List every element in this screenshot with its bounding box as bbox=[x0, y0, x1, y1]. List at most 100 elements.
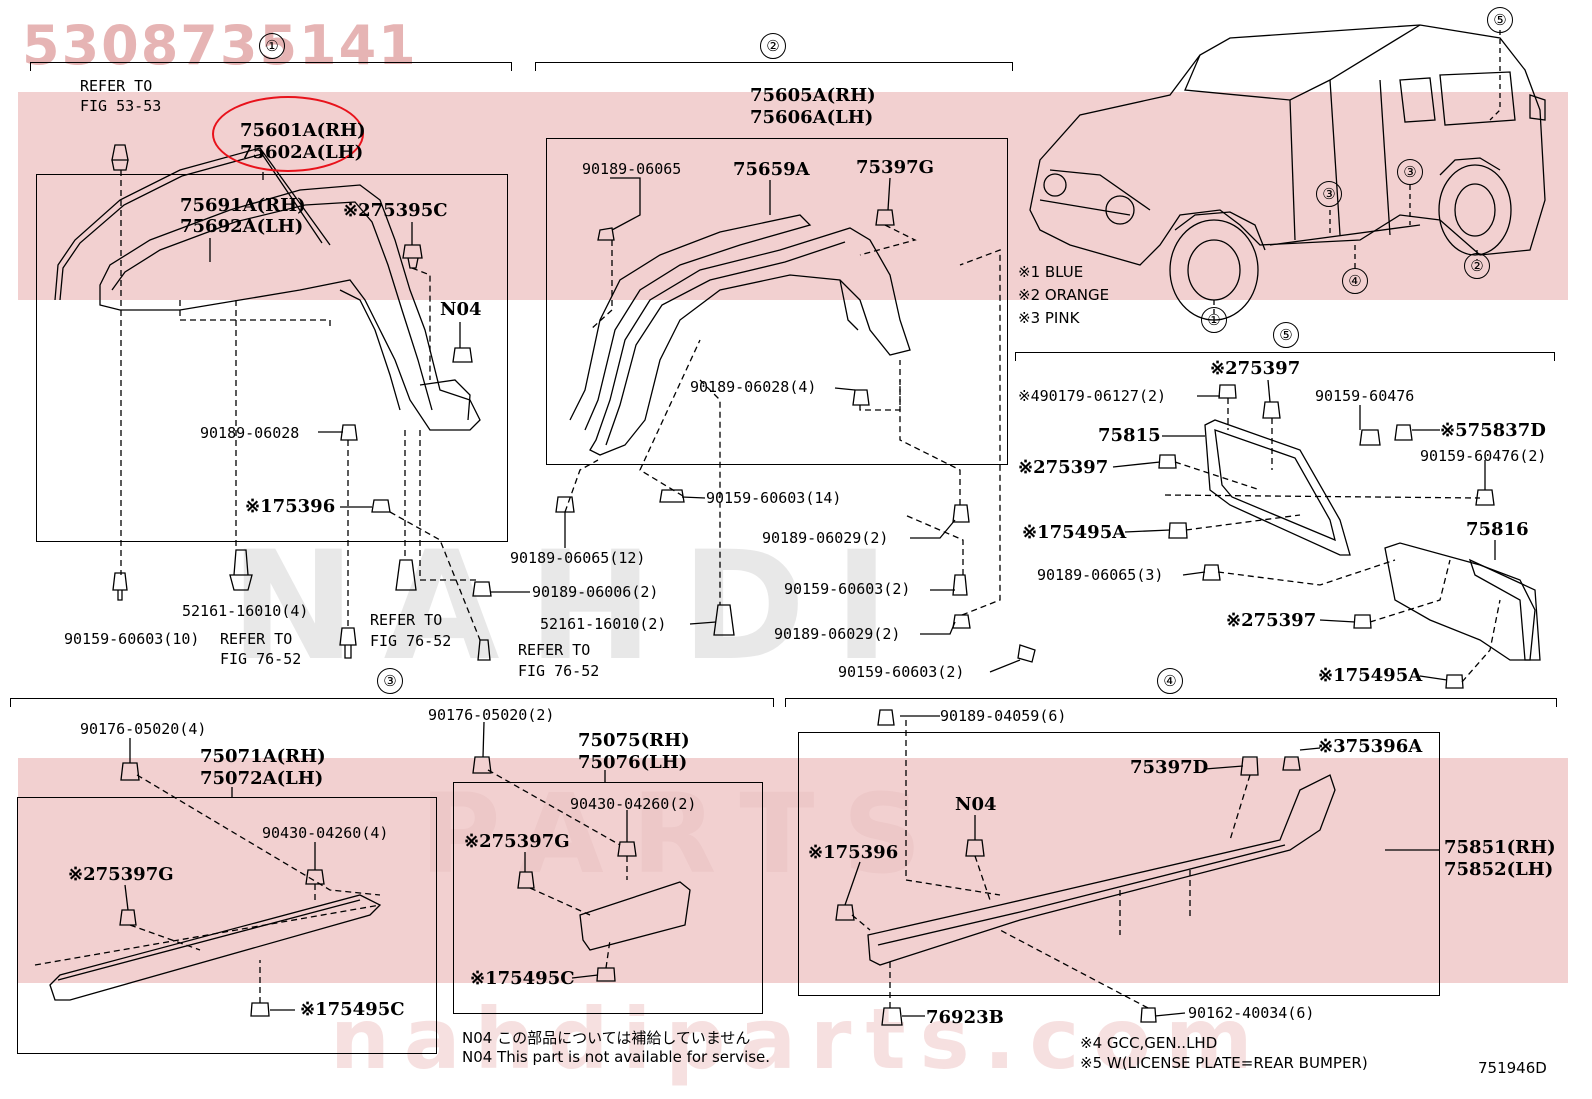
vehicle-callout-4: ④ bbox=[1342, 268, 1368, 294]
label-leaders bbox=[124, 172, 1496, 1017]
s3-part-75076: 75076(LH) bbox=[578, 752, 688, 773]
legend-pink: ※3 PINK bbox=[1018, 309, 1080, 327]
section2-frame bbox=[546, 138, 1008, 465]
s3-part-75495c-b: ※175495C bbox=[470, 968, 575, 989]
s5-part-75495a-a: ※175495A bbox=[1022, 522, 1127, 543]
s1-part-90159-60603: 90159-60603(10) bbox=[64, 630, 200, 648]
section2-dashed-leaders bbox=[564, 224, 1001, 616]
section3-number: ③ bbox=[377, 668, 403, 694]
s4-part-76923b: 76923B bbox=[926, 1007, 1004, 1028]
section4-bracket bbox=[785, 698, 1557, 707]
legend-blue: ※1 BLUE bbox=[1018, 263, 1084, 281]
section2-parts bbox=[555, 209, 1036, 663]
s3-part-90176-05020-4: 90176-05020(4) bbox=[80, 720, 207, 738]
s4-part-90162-40034: 90162-40034(6) bbox=[1188, 1004, 1315, 1022]
s3-part-75397g-b: ※275397G bbox=[464, 831, 570, 852]
section3-bracket bbox=[10, 698, 774, 707]
s3-part-90430-04260-4: 90430-04260(4) bbox=[262, 824, 389, 842]
s1-refer-53-line2: FIG 53-53 bbox=[80, 97, 162, 115]
s1-part-75692a: 75692A(LH) bbox=[180, 216, 304, 237]
s2-part-90189-06006-2: 90189-06006(2) bbox=[532, 583, 659, 601]
section2-bracket bbox=[535, 62, 1013, 71]
s1-refer-76c-line1: REFER TO bbox=[518, 641, 591, 659]
section1-number: ① bbox=[259, 33, 285, 59]
vehicle-callout-5: ⑤ bbox=[1487, 7, 1513, 33]
s2-part-90159-60603-2b: 90159-60603(2) bbox=[838, 663, 965, 681]
section1-parts bbox=[54, 144, 492, 661]
section4-number: ④ bbox=[1157, 668, 1183, 694]
section5-bracket bbox=[1015, 352, 1555, 361]
section1-bracket bbox=[30, 62, 512, 71]
s2-part-75605a: 75605A(RH) bbox=[750, 85, 876, 106]
s2-part-90189-06028-4: 90189-06028(4) bbox=[690, 378, 817, 396]
s2-part-90159-60603-14: 90159-60603(14) bbox=[706, 489, 842, 507]
note-5: ※5 W(LICENSE PLATE=REAR BUMPER) bbox=[1080, 1054, 1368, 1072]
vehicle-callout-3b: ③ bbox=[1397, 159, 1423, 185]
s5-part-75495a-b: ※175495A bbox=[1318, 665, 1423, 686]
vehicle-callout-3a: ③ bbox=[1316, 181, 1342, 207]
watermark-parts: PARTS bbox=[420, 770, 950, 898]
s4-part-75852: 75852(LH) bbox=[1444, 859, 1554, 880]
section4-frame bbox=[798, 732, 1440, 996]
s1-refer-76b-line2: FIG 76-52 bbox=[370, 632, 452, 650]
section5-number: ⑤ bbox=[1273, 322, 1299, 348]
s3-part-75075: 75075(RH) bbox=[578, 730, 690, 751]
watermark-brand: NAHDI bbox=[230, 520, 918, 694]
s2-part-90159-60603-2a: 90159-60603(2) bbox=[784, 580, 911, 598]
s5-part-90189-06065-3: 90189-06065(3) bbox=[1037, 566, 1164, 584]
section3-parts bbox=[49, 756, 691, 1017]
s1-refer-76c-line2: FIG 76-52 bbox=[518, 662, 600, 680]
s1-part-75395c: ※275395C bbox=[343, 200, 448, 221]
section4-parts bbox=[835, 709, 1336, 1026]
s2-part-90189-06065: 90189-06065 bbox=[582, 160, 682, 178]
s3-part-75072a: 75072A(LH) bbox=[200, 768, 324, 789]
s5-part-90159-60476: 90159-60476 bbox=[1315, 387, 1415, 405]
vehicle-callout-2: ② bbox=[1464, 253, 1490, 279]
vehicle-callout-1: ① bbox=[1201, 307, 1227, 333]
s4-part-75397d: 75397D bbox=[1130, 757, 1209, 778]
s1-part-75602a: 75602A(LH) bbox=[240, 142, 364, 163]
section4-dashed-leaders bbox=[851, 720, 1251, 1009]
s3-part-75071a: 75071A(RH) bbox=[200, 746, 326, 767]
s3-part-90430-04260-2: 90430-04260(2) bbox=[570, 795, 697, 813]
s3-part-90176-05020-2: 90176-05020(2) bbox=[428, 706, 555, 724]
s1-part-75601a: 75601A(RH) bbox=[240, 120, 366, 141]
s4-n04: N04 bbox=[955, 794, 997, 815]
watermark-part-number: 5308735141 bbox=[22, 14, 418, 77]
s4-part-75396a: ※375396A bbox=[1318, 736, 1423, 757]
section3b-frame bbox=[453, 782, 763, 1014]
note-n04-japanese: N04 この部品については補給していません bbox=[462, 1029, 751, 1047]
section5-dashed-leaders bbox=[1164, 398, 1501, 683]
s5-part-75397-a: ※275397 bbox=[1210, 358, 1301, 379]
s1-part-90189-06028: 90189-06028 bbox=[200, 424, 300, 442]
highlight-ellipse bbox=[212, 96, 364, 172]
s1-n04: N04 bbox=[440, 299, 482, 320]
s2-part-90189-06029-2a: 90189-06029(2) bbox=[762, 529, 889, 547]
watermark-band-bottom bbox=[18, 758, 1568, 983]
s2-part-75397g: 75397G bbox=[856, 157, 934, 178]
s4-part-75396: ※175396 bbox=[808, 842, 899, 863]
s5-part-75816: 75816 bbox=[1466, 519, 1529, 540]
s2-part-75659a: 75659A bbox=[733, 159, 810, 180]
s5-part-75837d: ※575837D bbox=[1440, 420, 1546, 441]
s1-part-52161-16010: 52161-16010(4) bbox=[182, 602, 309, 620]
s3-part-75495c-a: ※175495C bbox=[300, 999, 405, 1020]
s2-part-75606a: 75606A(LH) bbox=[750, 107, 874, 128]
s5-part-90179-06127: ※490179-06127(2) bbox=[1018, 387, 1167, 405]
s1-part-75396: ※175396 bbox=[245, 496, 336, 517]
section3a-frame bbox=[17, 797, 437, 1054]
s5-part-90159-60476-2: 90159-60476(2) bbox=[1420, 447, 1547, 465]
s4-part-75851: 75851(RH) bbox=[1444, 837, 1556, 858]
section1-dashed-leaders bbox=[120, 170, 481, 641]
s3-part-75397g-a: ※275397G bbox=[68, 864, 174, 885]
s1-part-75691a: 75691A(RH) bbox=[180, 195, 306, 216]
section2-number: ② bbox=[760, 33, 786, 59]
s5-part-75815: 75815 bbox=[1098, 425, 1161, 446]
figure-id: 751946D bbox=[1478, 1059, 1547, 1077]
s1-refer-76b-line1: REFER TO bbox=[370, 611, 443, 629]
section1-frame bbox=[36, 174, 508, 542]
s1-refer-76a-line2: FIG 76-52 bbox=[220, 650, 302, 668]
s2-part-90189-06029-2b: 90189-06029(2) bbox=[774, 625, 901, 643]
note-4: ※4 GCC,GEN..LHD bbox=[1080, 1034, 1218, 1052]
